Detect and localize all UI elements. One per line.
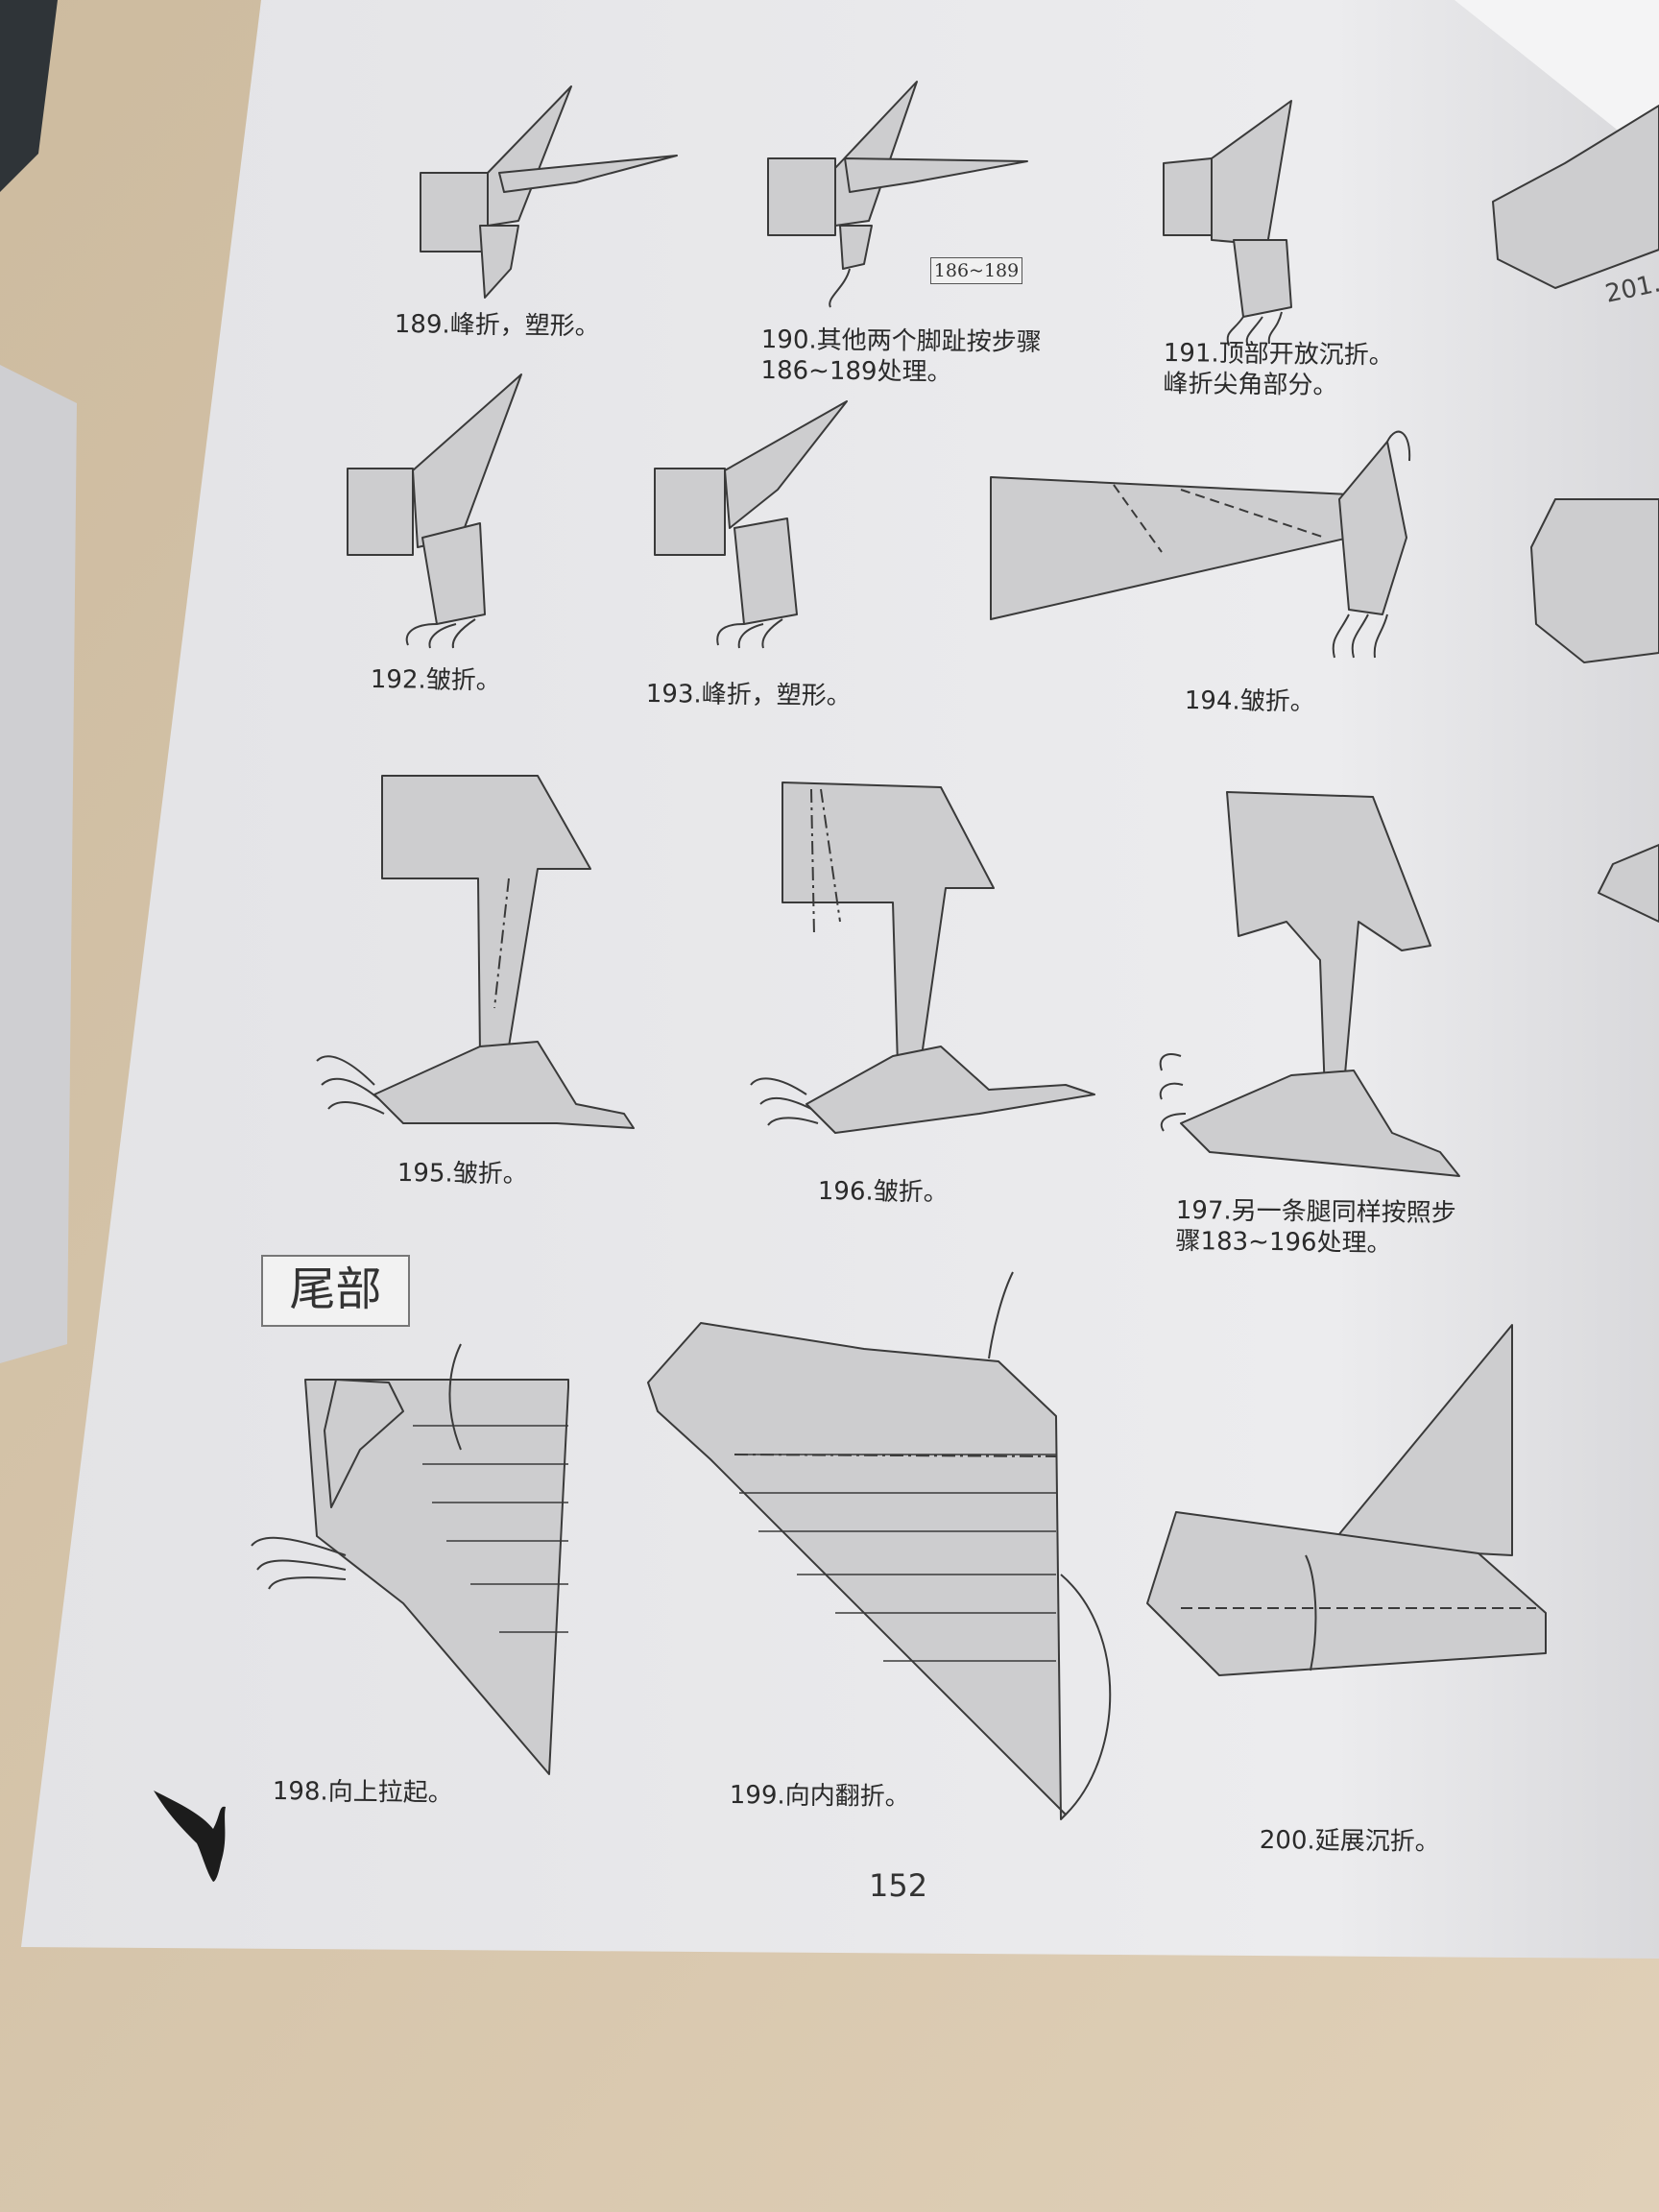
caption-line: 194.皱折。: [1184, 685, 1315, 717]
caption-line: 192.皱折。: [370, 664, 501, 696]
next-page-edge: [1455, 0, 1659, 163]
step-198-caption: 198.向上拉起。: [273, 1776, 453, 1809]
diagram-197: [1159, 791, 1460, 1177]
diagram-189: [420, 85, 678, 299]
reference-box: 186~189: [930, 257, 1022, 284]
caption-line: 193.峰折，塑形。: [645, 679, 852, 711]
section-title: 尾部: [261, 1255, 410, 1327]
step-196-caption: 196.皱折。: [818, 1176, 949, 1208]
step-191-caption: 191.顶部开放沉折。峰折尖角部分。: [1163, 338, 1394, 402]
diagram-199: [647, 1271, 1112, 1820]
step-195-caption: 195.皱折。: [397, 1158, 528, 1190]
caption-line: 189.峰折，塑形。: [394, 309, 600, 342]
caption-line: 195.皱折。: [397, 1159, 528, 1190]
dark-object: [0, 0, 58, 192]
diagram-191: [1163, 100, 1292, 347]
caption-line: 198.向上拉起。: [272, 1777, 453, 1808]
diagram-198: [251, 1343, 569, 1775]
diagram-190: [767, 81, 1028, 308]
step-192-caption: 192.皱折。: [371, 664, 501, 696]
step-194-caption: 194.皱折。: [1185, 685, 1315, 717]
step-199-caption: 199.向内翻折。: [730, 1780, 910, 1813]
caption-line: 199.向内翻折。: [729, 1781, 910, 1812]
bird-silhouette-logo: [154, 1791, 226, 1882]
diagram-192: [347, 373, 522, 649]
step-189-caption: 189.峰折，塑形。: [395, 309, 600, 342]
caption-line: 191.顶部开放沉折。: [1163, 338, 1394, 371]
caption-line: 200.延展沉折。: [1259, 1826, 1440, 1857]
step-193-caption: 193.峰折，塑形。: [646, 679, 852, 711]
book-page: [21, 0, 1659, 1959]
adjacent-book: [0, 365, 77, 1363]
step-200-caption: 200.延展沉折。: [1260, 1825, 1440, 1858]
diagram-194: [990, 430, 1411, 659]
caption-line: 196.皱折。: [817, 1177, 949, 1208]
caption-line: 峰折尖角部分。: [1163, 369, 1338, 400]
caption-line: 197.另一条腿同样按照步: [1175, 1196, 1456, 1229]
diagrams: [251, 81, 1659, 1820]
caption-line: 骤183~196处理。: [1175, 1226, 1392, 1259]
caption-line: 186~189处理。: [760, 355, 952, 388]
caption-line: 190.其他两个脚趾按步骤: [760, 325, 1042, 358]
page-number: 152: [869, 1867, 928, 1904]
diagram-200: [1146, 1324, 1547, 1676]
diagram-193: [654, 400, 848, 649]
step-197-caption: 197.另一条腿同样按照步骤183~196处理。: [1175, 1195, 1456, 1260]
diagram-201-fragment: [1492, 105, 1659, 923]
diagram-195: [316, 775, 635, 1129]
diagram-196: [750, 781, 1095, 1134]
